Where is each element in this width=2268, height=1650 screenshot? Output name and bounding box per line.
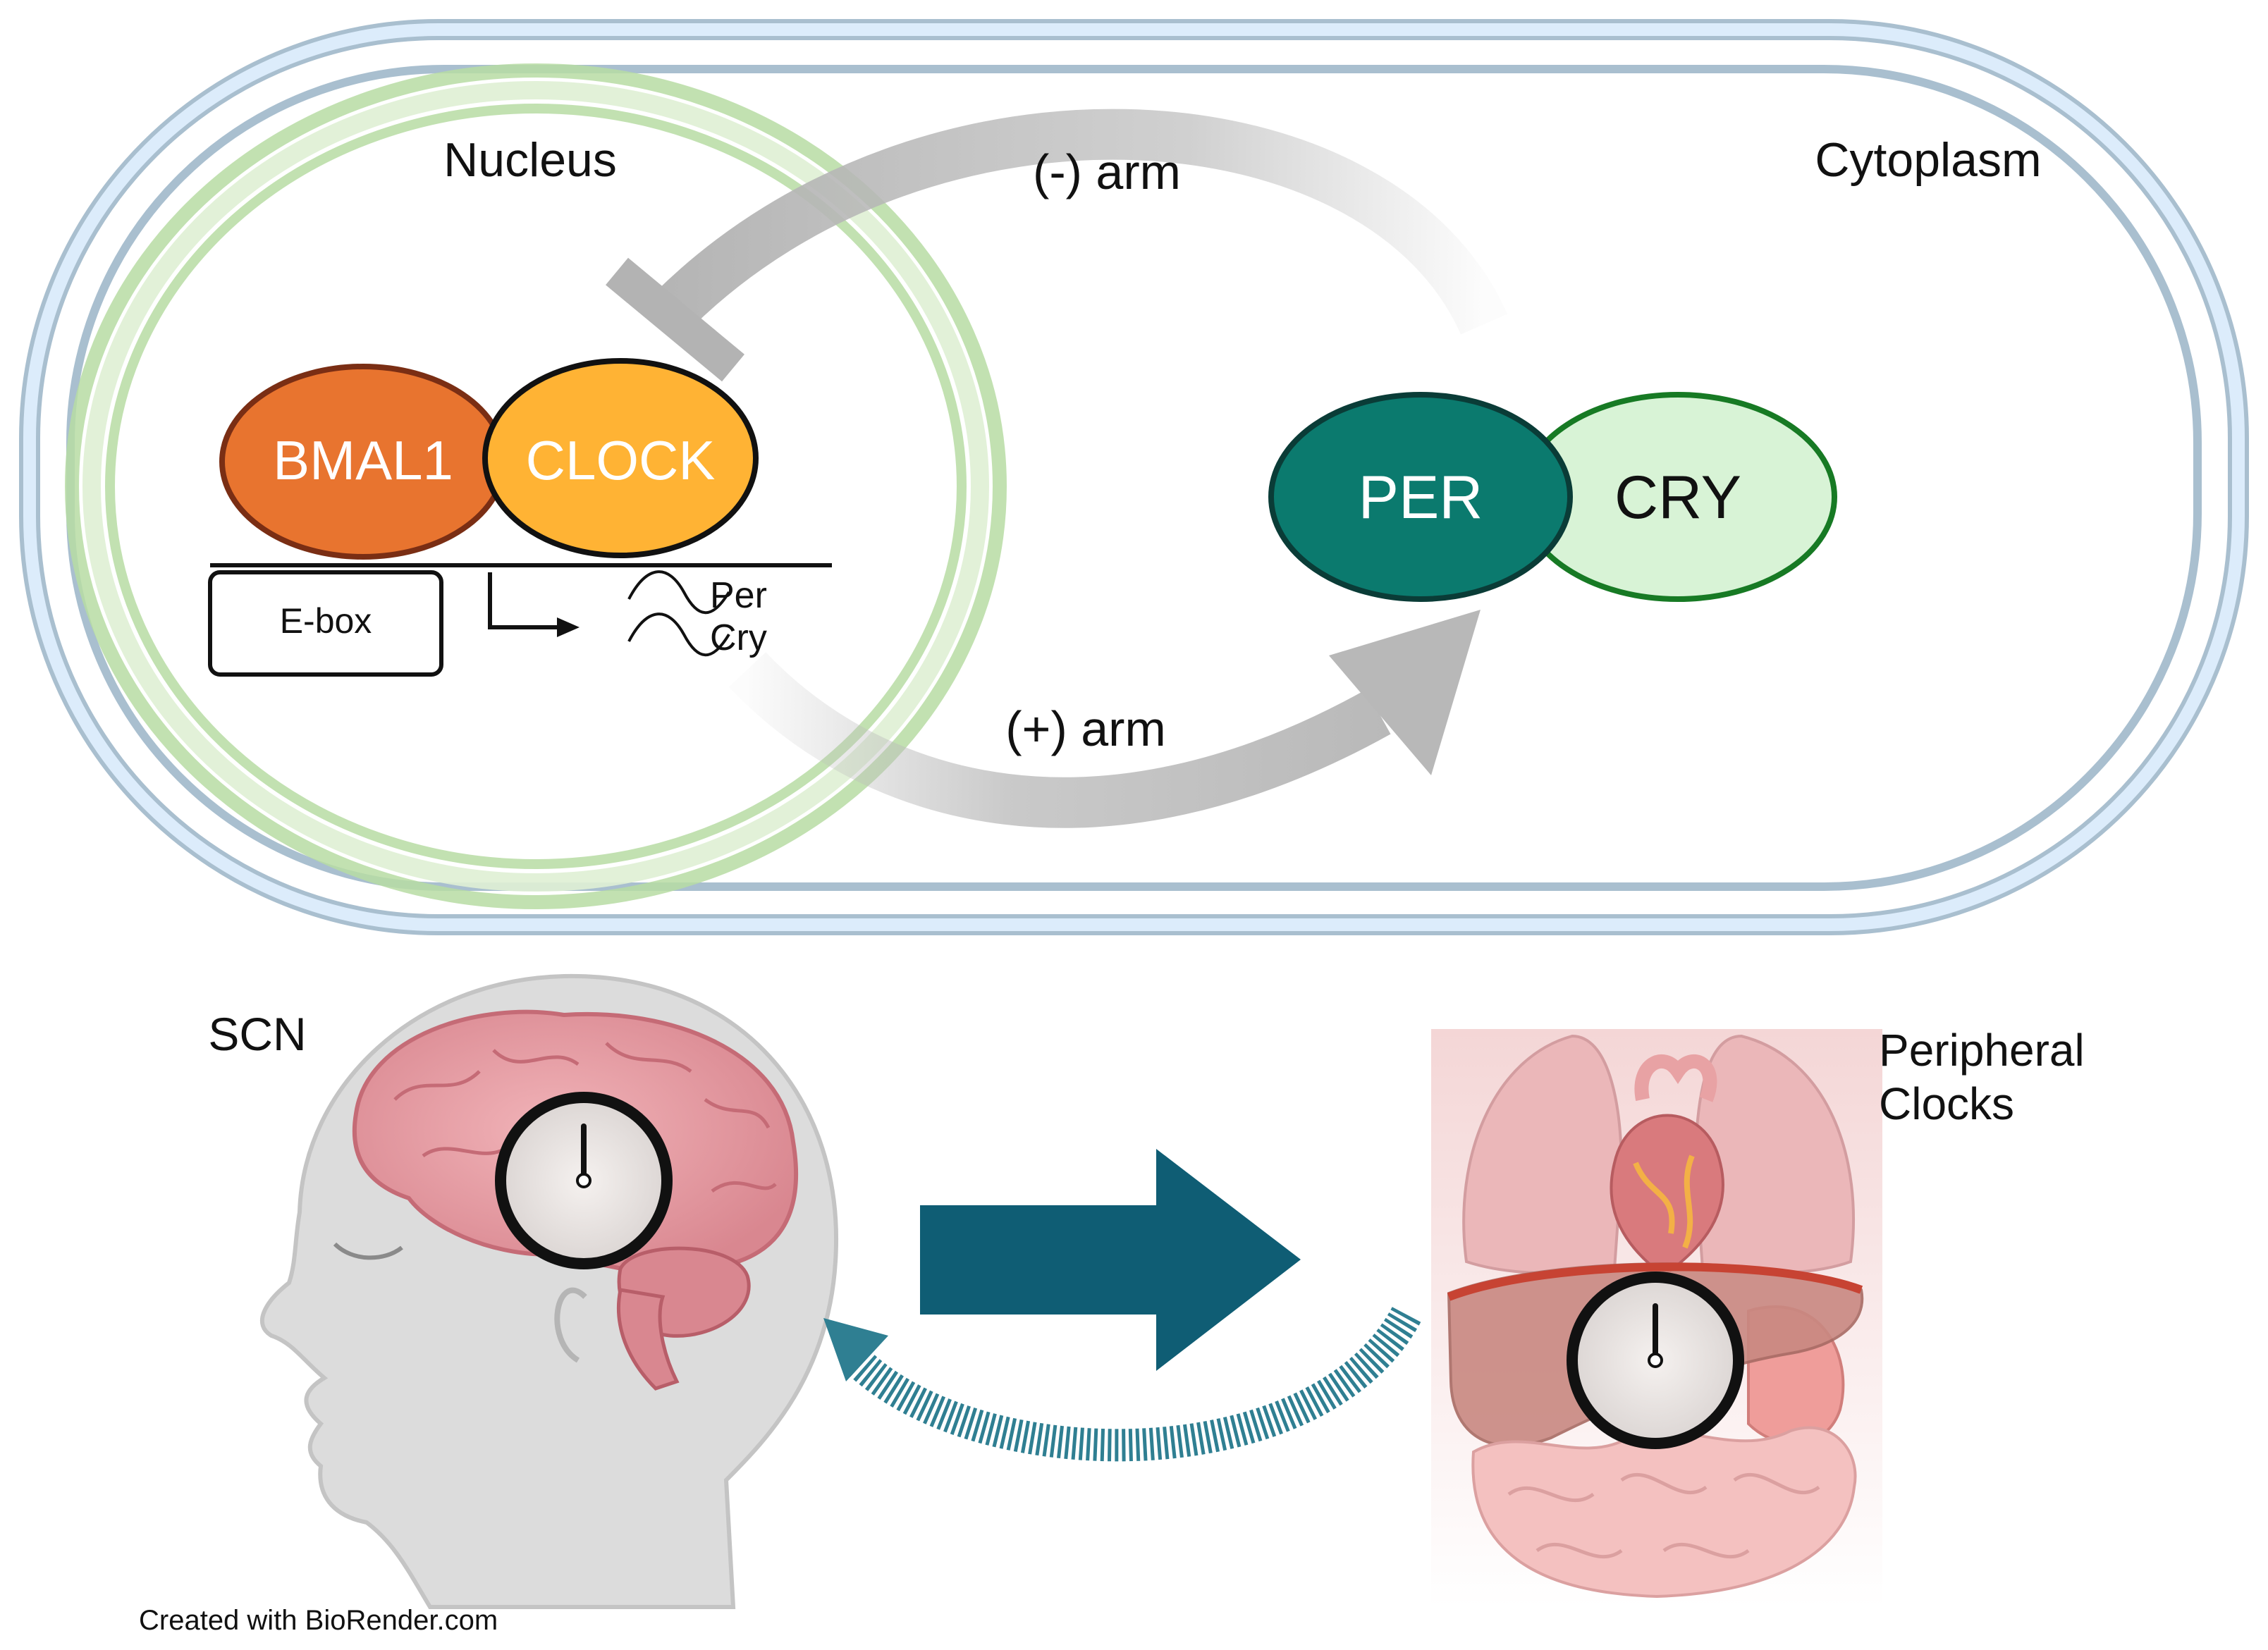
- peripheral-label-line1: Peripheral: [1879, 1025, 2085, 1076]
- intestine-folds: [1507, 1473, 1820, 1559]
- clock-label: CLOCK: [526, 429, 716, 491]
- scn-clock: [495, 1092, 673, 1269]
- positive-arm-arrow: [728, 610, 1481, 828]
- bmal1-label: BMAL1: [273, 429, 453, 491]
- clock-protein: [482, 358, 759, 558]
- positive-arm-arrowhead: [1329, 610, 1481, 775]
- inhibition-bar: [606, 257, 744, 382]
- heart-vessels: [1633, 1155, 1695, 1249]
- ebox-label: E-box: [280, 601, 372, 641]
- heart: [1610, 1114, 1724, 1278]
- cry-transcript-label: Cry: [710, 617, 767, 658]
- per-protein: [1268, 392, 1573, 602]
- head-illustration: [259, 973, 838, 1609]
- per-mrna-wave: [627, 570, 730, 615]
- cry-mrna-wave: [627, 612, 730, 657]
- ebox-box: [208, 570, 443, 677]
- cell-membrane: [19, 19, 2249, 935]
- scn-label: SCN: [208, 1008, 306, 1060]
- transcription-start-arrow: [488, 572, 557, 629]
- brainstem: [616, 1288, 680, 1391]
- nucleus-label: Nucleus: [443, 133, 617, 187]
- aorta: [1634, 1054, 1717, 1102]
- peripheral-label-line2: Clocks: [1879, 1078, 2014, 1129]
- gene-promoter: E-box Per Cry: [208, 563, 832, 677]
- peripheral-clock: [1567, 1272, 1744, 1449]
- peripheral-feedback-arrow: [823, 1306, 1421, 1462]
- cry-label: CRY: [1614, 464, 1741, 531]
- intestines: [1471, 1426, 1857, 1599]
- per-label: PER: [1359, 464, 1483, 531]
- nucleus-envelope: [65, 63, 1007, 909]
- per-transcript-label: Per: [710, 575, 767, 616]
- per-cry-complex: PER CRY: [1268, 392, 1837, 602]
- bmal1-clock-complex: BMAL1 CLOCK: [219, 358, 759, 560]
- cytoplasm-label: Cytoplasm: [1815, 133, 2041, 187]
- brain-folds: [393, 1042, 777, 1200]
- negative-arm-arrow: [606, 109, 1507, 382]
- ear: [554, 1287, 587, 1363]
- biorender-credit: Created with BioRender.com: [139, 1605, 498, 1636]
- positive-arm-label: (+) arm: [1005, 701, 1166, 756]
- eye-closed: [333, 1242, 403, 1260]
- negative-arm-label: (-) arm: [1033, 144, 1181, 199]
- scn-to-peripheral-arrow: [920, 1149, 1301, 1371]
- diaphragm-line: [1447, 1262, 1863, 1301]
